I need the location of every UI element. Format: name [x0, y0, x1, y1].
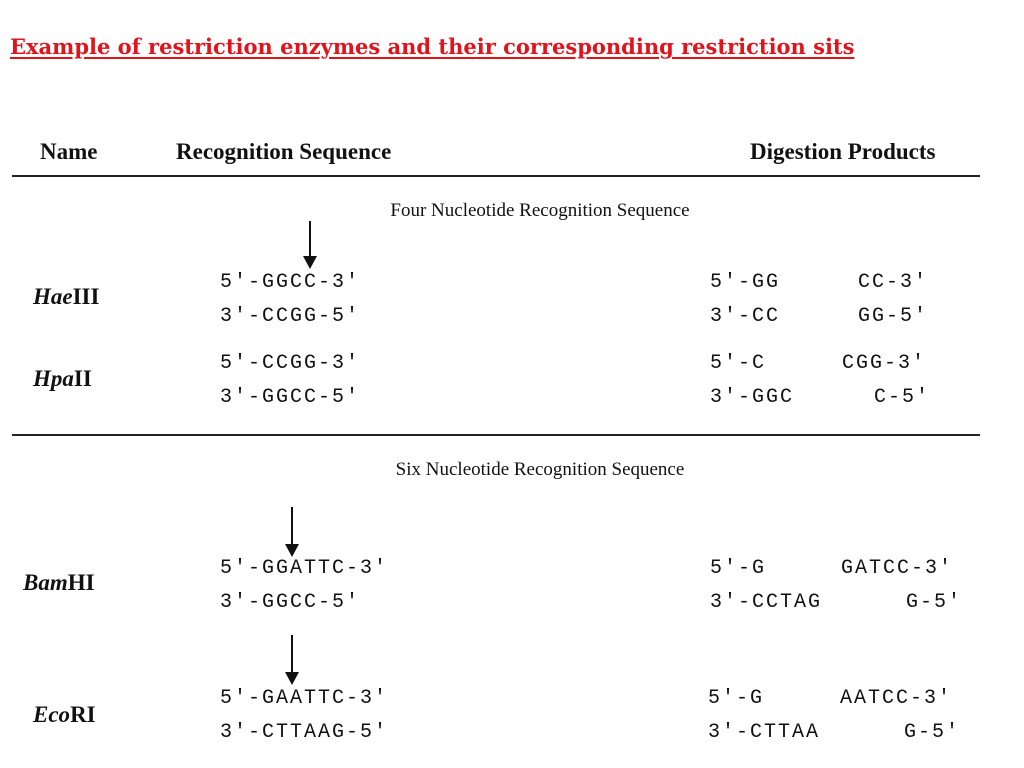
- enzyme-name-bamhi: BamHI: [23, 570, 95, 595]
- product-bottom-left: 3′-CCTAG: [710, 591, 823, 614]
- product-bottom-right: C-5′: [874, 386, 931, 409]
- product-top-right: AATCC-3′: [840, 687, 953, 710]
- enzyme-name-ecori: EcoRI: [33, 702, 96, 727]
- cut-site-arrow-icon: [282, 507, 302, 557]
- enzyme-name-hpaii: HpaII: [33, 366, 92, 391]
- page-title: Example of restriction enzymes and their…: [10, 34, 855, 59]
- recognition-bottom-strand: 3′-CTTAAG-5′: [220, 721, 389, 744]
- recognition-bottom-strand: 3′-GGCC-5′: [220, 386, 361, 409]
- recognition-bottom-strand: 3′-CCGG-5′: [220, 305, 361, 328]
- recognition-top-strand: 5′-CCGG-3′: [220, 352, 361, 375]
- product-top-left: 5′-G: [708, 687, 765, 710]
- product-top-right: CGG-3′: [842, 352, 927, 375]
- recognition-top-strand: 5′-GGCC-3′: [220, 271, 361, 294]
- product-bottom-left: 3′-CC: [710, 305, 781, 328]
- header-rule: [12, 175, 980, 177]
- product-top-right: CC-3′: [858, 271, 929, 294]
- recognition-bottom-strand: 3′-GGCC-5′: [220, 591, 361, 614]
- product-top-left: 5′-C: [710, 352, 767, 375]
- cut-site-arrow-icon: [282, 635, 302, 685]
- product-bottom-left: 3′-CTTAA: [708, 721, 821, 744]
- recognition-top-strand: 5′-GAATTC-3′: [220, 687, 389, 710]
- product-top-left: 5′-G: [710, 557, 767, 580]
- enzyme-name-haeiii: HaeIII: [33, 284, 100, 309]
- product-bottom-right: G-5′: [906, 591, 963, 614]
- column-header-name: Name: [40, 139, 98, 164]
- section-rule: [12, 434, 980, 436]
- column-header-digestion: Digestion Products: [750, 139, 936, 164]
- column-header-recognition: Recognition Sequence: [176, 139, 392, 164]
- recognition-top-strand: 5′-GGATTC-3′: [220, 557, 389, 580]
- section-label-four: Four Nucleotide Recognition Sequence: [390, 200, 690, 221]
- section-label-six: Six Nucleotide Recognition Sequence: [395, 459, 685, 480]
- product-bottom-right: G-5′: [904, 721, 961, 744]
- product-top-right: GATCC-3′: [841, 557, 954, 580]
- product-top-left: 5′-GG: [710, 271, 781, 294]
- cut-site-arrow-icon: [300, 221, 320, 269]
- product-bottom-left: 3′-GGC: [710, 386, 795, 409]
- product-bottom-right: GG-5′: [858, 305, 929, 328]
